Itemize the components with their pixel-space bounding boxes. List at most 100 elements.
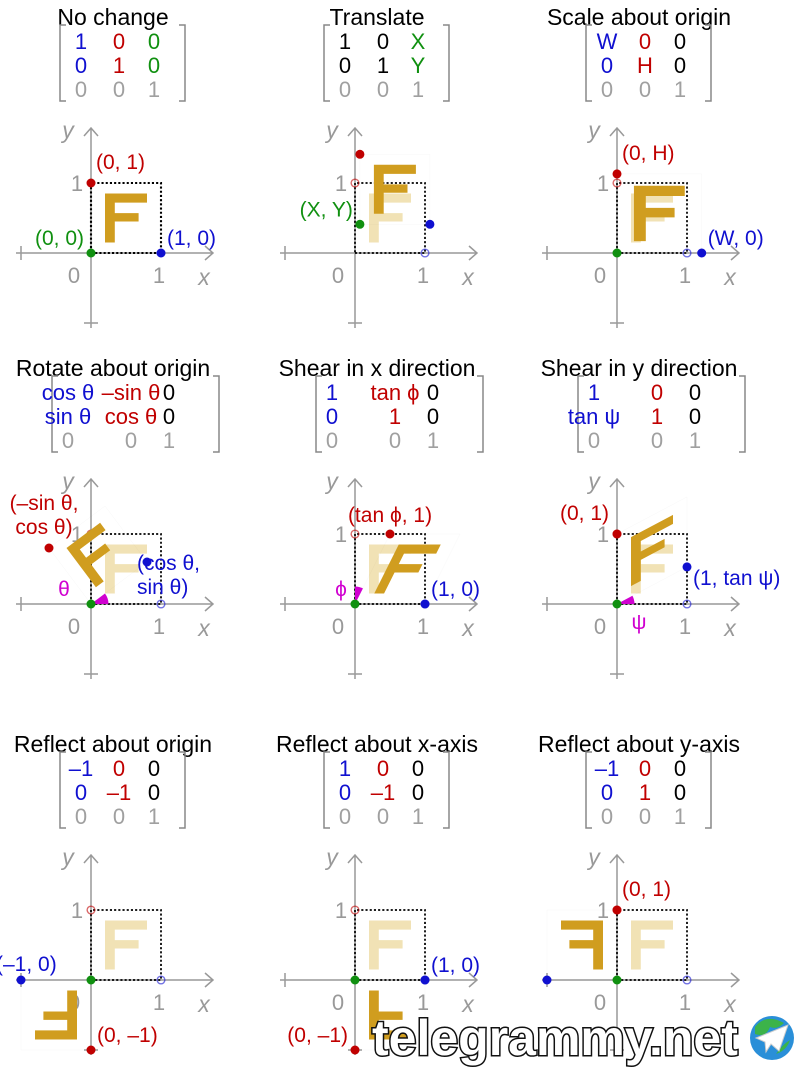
matrix-entry: 0	[427, 404, 439, 429]
matrix-entry: 0	[113, 29, 125, 54]
point-g	[86, 599, 96, 609]
point-g	[86, 248, 96, 258]
tick-label-y-1: 1	[335, 522, 347, 547]
y-axis	[347, 126, 363, 328]
matrix-bracket-left	[315, 375, 322, 453]
transformed-shape	[355, 534, 460, 604]
original-point-1-0	[420, 248, 430, 258]
matrix-entry: 1	[639, 780, 651, 805]
matrix-entry: 0	[639, 77, 651, 102]
matrix-entry: 0	[601, 53, 613, 78]
transformed-square	[355, 980, 425, 1050]
matrix-bracket-right	[705, 24, 712, 102]
x-axis-label: x	[197, 991, 211, 1017]
matrix-entry: 0	[639, 804, 651, 829]
matrix-entry: 1	[412, 77, 424, 102]
point-r	[385, 529, 395, 539]
point-label: (0, –1)	[287, 1024, 348, 1047]
transformed-f	[66, 522, 111, 588]
original-point-1-0	[682, 599, 692, 609]
matrix-entry: 0	[674, 780, 686, 805]
matrix-entry: 1	[339, 756, 351, 781]
tick-label-x-1: 1	[679, 263, 691, 288]
matrix-entry: 0	[588, 428, 600, 453]
axis-ticks	[546, 597, 624, 675]
angle-wedge	[91, 593, 109, 604]
y-axis	[347, 477, 363, 679]
panel-title: Reflect about x-axis	[276, 731, 478, 757]
transformed-square	[49, 506, 147, 604]
matrix-entry: –sin θ	[102, 380, 161, 405]
point-label: (0, 0)	[35, 227, 84, 250]
axis-ticks	[284, 597, 362, 675]
original-f-ghost	[369, 193, 411, 243]
matrix-entry: 0	[689, 404, 701, 429]
matrix-entry: 1	[113, 53, 125, 78]
point-b	[542, 975, 552, 985]
matrix-entry: 0	[148, 780, 160, 805]
tick-label-x-1: 1	[153, 990, 165, 1015]
matrix-entry: 1	[339, 29, 351, 54]
point-r	[612, 905, 622, 915]
transformed-f	[631, 514, 673, 587]
original-point-1-0	[156, 599, 166, 609]
y-axis-label: y	[60, 117, 75, 143]
matrix-entry: 0	[377, 29, 389, 54]
transformed-shape	[617, 497, 687, 604]
matrix-entry: 0	[326, 404, 338, 429]
tick-label-y-1: 1	[597, 171, 609, 196]
original-point-1-0	[156, 975, 166, 985]
matrix-entry: 1	[389, 404, 401, 429]
matrix-entry: 0	[148, 756, 160, 781]
matrix-entry: 0	[639, 756, 651, 781]
point-b	[420, 975, 430, 985]
matrix-entry: 0	[163, 404, 175, 429]
transformed-f	[105, 193, 147, 243]
original-f-ghost	[631, 920, 673, 970]
point-g	[612, 599, 622, 609]
angle-wedge	[355, 586, 363, 604]
point-r	[355, 149, 365, 159]
y-axis-label: y	[586, 117, 601, 143]
tick-label-origin: 0	[68, 614, 80, 639]
point-b	[142, 557, 152, 567]
tick-label-x-1: 1	[153, 614, 165, 639]
matrix-bracket-left	[323, 751, 330, 829]
tick-label-origin: 0	[68, 263, 80, 288]
tick-label-y-1: 1	[335, 171, 347, 196]
point-label: cos θ)	[15, 516, 72, 539]
point-label: (0, –1)	[97, 1024, 158, 1047]
matrix-entry: –1	[69, 756, 93, 781]
matrix-entry: 1	[163, 428, 175, 453]
original-f-ghost	[631, 193, 673, 243]
point-g	[612, 248, 622, 258]
point-b	[16, 975, 26, 985]
transformed-f	[561, 920, 603, 970]
point-label: (1, tan ψ)	[693, 567, 780, 590]
matrix-entry: 0	[62, 428, 74, 453]
y-axis-label: y	[60, 468, 75, 494]
point-g	[350, 599, 360, 609]
transformed-shape	[547, 910, 617, 980]
matrix-entry: 1	[377, 53, 389, 78]
transformed-shape	[91, 183, 161, 253]
y-axis-label: y	[324, 844, 339, 870]
point-label: (X, Y)	[300, 198, 353, 221]
tick-label-origin: 0	[332, 990, 344, 1015]
original-f-ghost	[369, 920, 411, 970]
x-axis-label: x	[723, 991, 737, 1017]
